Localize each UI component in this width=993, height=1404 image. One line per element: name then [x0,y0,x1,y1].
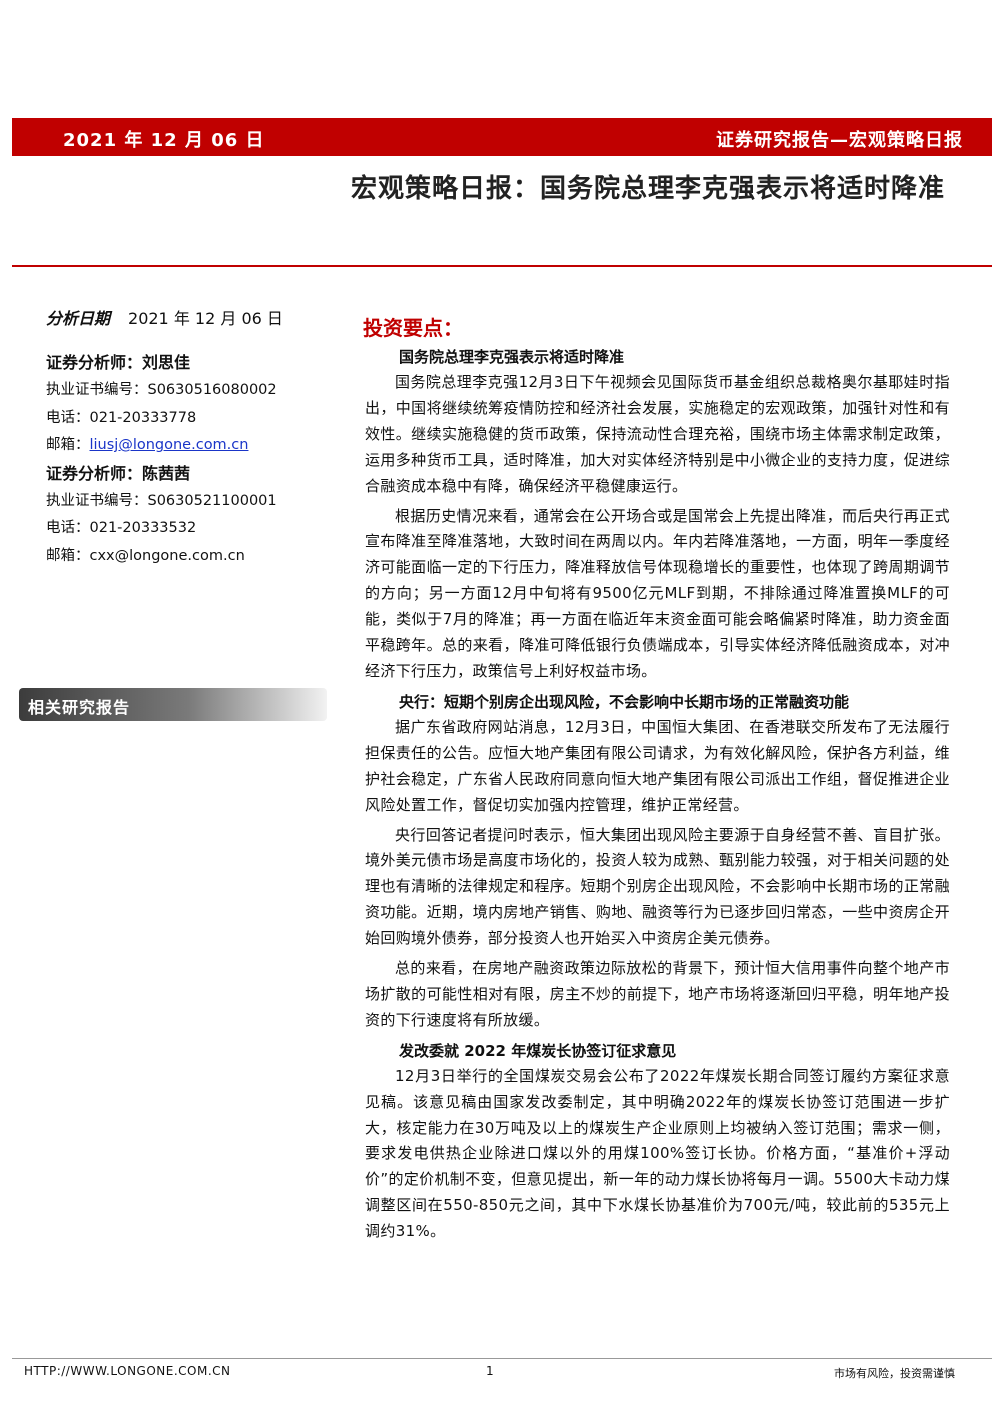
page-title: 宏观策略日报：国务院总理李克强表示将适时降准 [350,174,945,204]
paragraph: 据广东省政府网站消息，12月3日，中国恒大集团、在香港联交所发布了无法履行担保责… [365,717,950,814]
analyst-email-text: cxx@longone.com.cn [89,547,245,564]
related-reports-label: 相关研究报告 [28,698,131,717]
key-points-heading: 投资要点： [363,316,463,340]
analysis-date: 分析日期 2021 年 12 月 06 日 [46,305,331,329]
section-title: 发改委就 2022 年煤炭长协签订征求意见 [399,1041,677,1060]
analyst-card: 证券分析师：陈茜茜 执业证书编号：S0630521100001 电话：021-2… [46,460,331,571]
analyst-name: 证券分析师：陈茜茜 [46,463,191,483]
paragraph: 12月3日举行的全国煤炭交易会公布了2022年煤炭长期合同签订履约方案征求意见稿… [365,1066,950,1241]
title-divider [12,265,992,267]
analyst-card: 证券分析师：刘思佳 执业证书编号：S0630516080002 电话：021-2… [46,349,331,460]
analysis-date-value: 2021 年 12 月 06 日 [128,309,283,328]
paragraph: 国务院总理李克强12月3日下午视频会见国际货币基金组织总裁格奥尔基耶娃时指出，中… [365,373,950,495]
analyst-name: 证券分析师：刘思佳 [46,353,191,372]
section: 央行：短期个别房企出现风险，不会影响中长期市场的正常融资功能 据广东省政府网站消… [365,689,950,1034]
analysis-date-label: 分析日期 [46,309,111,328]
analyst-license: 执业证书编号：S0630521100001 [46,492,277,509]
analyst-email: 邮箱：cxx@longone.com.cn [46,547,245,564]
section: 国务院总理李克强表示将适时降准 国务院总理李克强12月3日下午视频会见国际货币基… [365,344,950,685]
analyst-phone: 电话：021-20333532 [46,520,197,536]
paragraph: 根据历史情况来看，通常会在公开场合或是国常会上先提出降准，而后央行再正式宣布降准… [365,506,950,680]
analyst-license: 执业证书编号：S0630516080002 [46,382,277,398]
section: 发改委就 2022 年煤炭长协签订征求意见 12月3日举行的全国煤炭交易会公布了… [365,1038,950,1245]
footer-divider [12,1358,992,1359]
paragraph: 央行回答记者提问时表示，恒大集团出现风险主要源于自身经营不善、盲目扩张。境外美元… [365,825,950,948]
section-title: 国务院总理李克强表示将适时降准 [399,348,625,366]
analyst-email-link[interactable]: liusj@longone.com.cn [89,437,249,453]
footer-disclaimer: 市场有风险，投资需谨慎 [834,1367,955,1380]
analyst-sidebar: 分析日期 2021 年 12 月 06 日 证券分析师：刘思佳 执业证书编号：S0… [46,305,331,570]
page-number: 1 [486,1364,494,1378]
header-bar [12,118,992,156]
section-title: 央行：短期个别房企出现风险，不会影响中长期市场的正常融资功能 [399,692,850,711]
report-series: 证券研究报告—宏观策略日报 [716,130,963,151]
main-content: 国务院总理李克强表示将适时降准 国务院总理李克强12月3日下午视频会见国际货币基… [365,344,950,1249]
related-reports-bar [19,688,327,721]
paragraph: 总的来看，在房地产融资政策边际放松的背景下，预计恒大信用事件向整个地产市场扩散的… [365,959,950,1029]
analyst-phone: 电话：021-20333778 [46,409,197,426]
analyst-email: 邮箱：liusj@longone.com.cn [46,437,249,453]
report-date: 2021 年 12 月 06 日 [63,130,265,151]
footer-url[interactable]: HTTP://WWW.LONGONE.COM.CN [24,1364,231,1378]
